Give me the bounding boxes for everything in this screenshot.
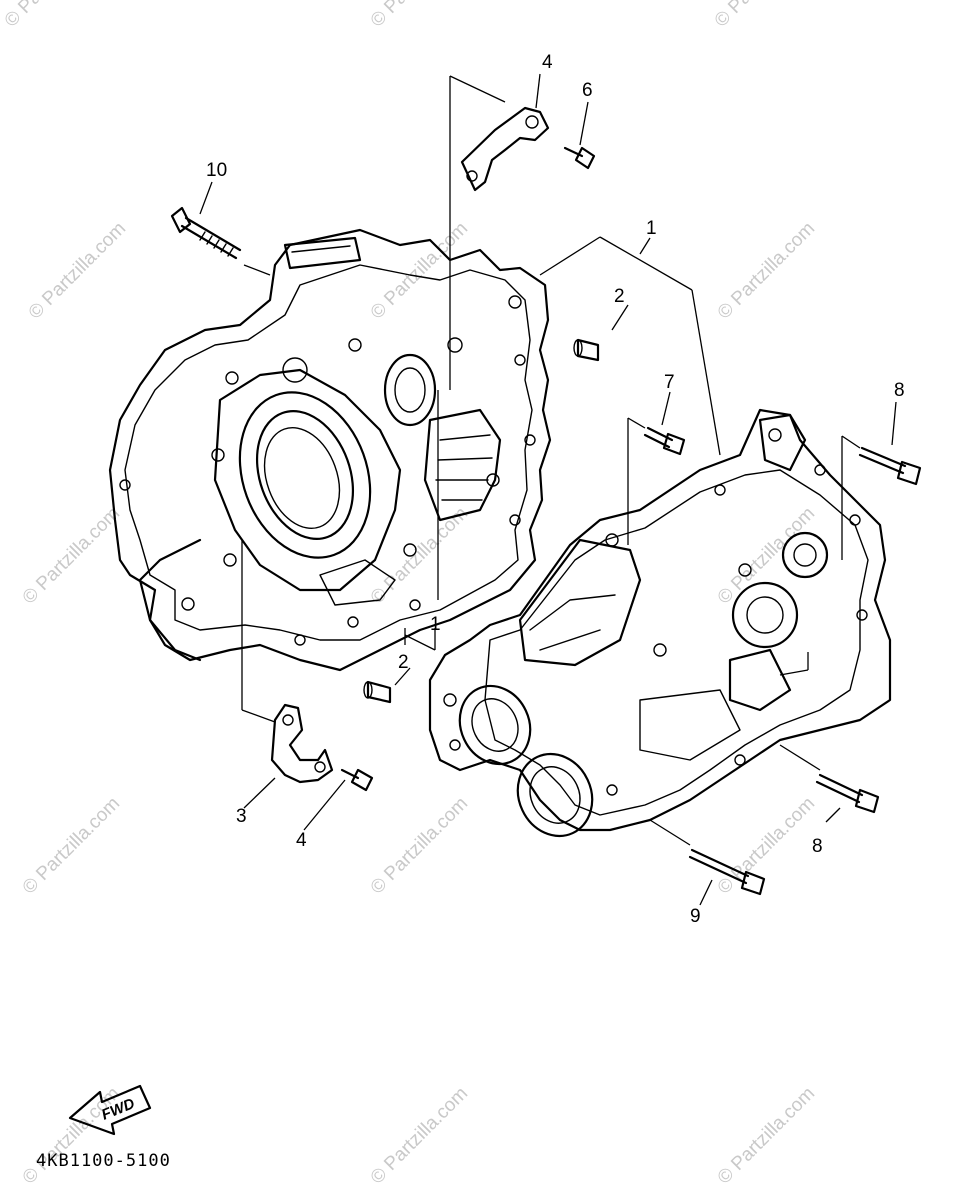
callout-3: 3 xyxy=(236,806,247,827)
callout-5: 4 xyxy=(542,52,553,73)
watermark: © Partzilla.com xyxy=(714,1083,819,1188)
watermark: © Partzilla.com xyxy=(367,218,472,323)
bolt-9 xyxy=(688,848,766,896)
watermark: © Partzilla.com xyxy=(19,503,124,608)
watermark: © Partzilla.com xyxy=(1,0,106,32)
callout-2-lower: 2 xyxy=(398,652,409,673)
callout-1-lower: 1 xyxy=(430,614,441,635)
watermark: © Partzilla.com xyxy=(25,218,130,323)
watermark: © Partzilla.com xyxy=(714,218,819,323)
dowel-pin-lower xyxy=(363,680,392,704)
callout-9: 9 xyxy=(690,906,701,927)
leader-lines xyxy=(199,73,897,906)
watermark-layer: © Partzilla.com © Partzilla.com © Partzi… xyxy=(1,0,819,1189)
bolt-10 xyxy=(170,206,242,260)
watermark: © Partzilla.com xyxy=(714,793,819,898)
watermark: © Partzilla.com xyxy=(367,793,472,898)
drawing-code: 4KB1100-5100 xyxy=(36,1151,171,1171)
watermark: © Partzilla.com xyxy=(367,0,472,32)
watermark: © Partzilla.com xyxy=(367,1083,472,1188)
callout-7: 7 xyxy=(664,372,675,393)
crankcase-right xyxy=(428,408,892,838)
callout-4: 4 xyxy=(296,830,307,851)
callout-8-upper: 8 xyxy=(894,380,905,401)
bolt-8-lower xyxy=(815,773,880,814)
crankcase-left xyxy=(108,228,552,672)
bolt-8-upper xyxy=(858,446,922,486)
callout-2-upper: 2 xyxy=(614,286,625,307)
callouts: 4 6 10 1 2 7 8 1 2 3 4 8 9 xyxy=(206,52,905,927)
callout-8-lower: 8 xyxy=(812,836,823,857)
plate-5 xyxy=(460,106,550,192)
callout-6: 6 xyxy=(582,80,593,101)
callout-1-upper: 1 xyxy=(646,218,657,239)
screw-6 xyxy=(563,146,596,170)
watermark: © Partzilla.com xyxy=(711,0,816,32)
watermark: © Partzilla.com xyxy=(19,793,124,898)
screw-4 xyxy=(340,768,374,792)
watermark: © Partzilla.com xyxy=(714,503,819,608)
dowel-pin-upper xyxy=(573,338,600,362)
plate-3 xyxy=(270,703,334,784)
callout-10: 10 xyxy=(206,160,227,181)
bolt-7 xyxy=(643,426,686,456)
watermark: © Partzilla.com xyxy=(367,503,472,608)
